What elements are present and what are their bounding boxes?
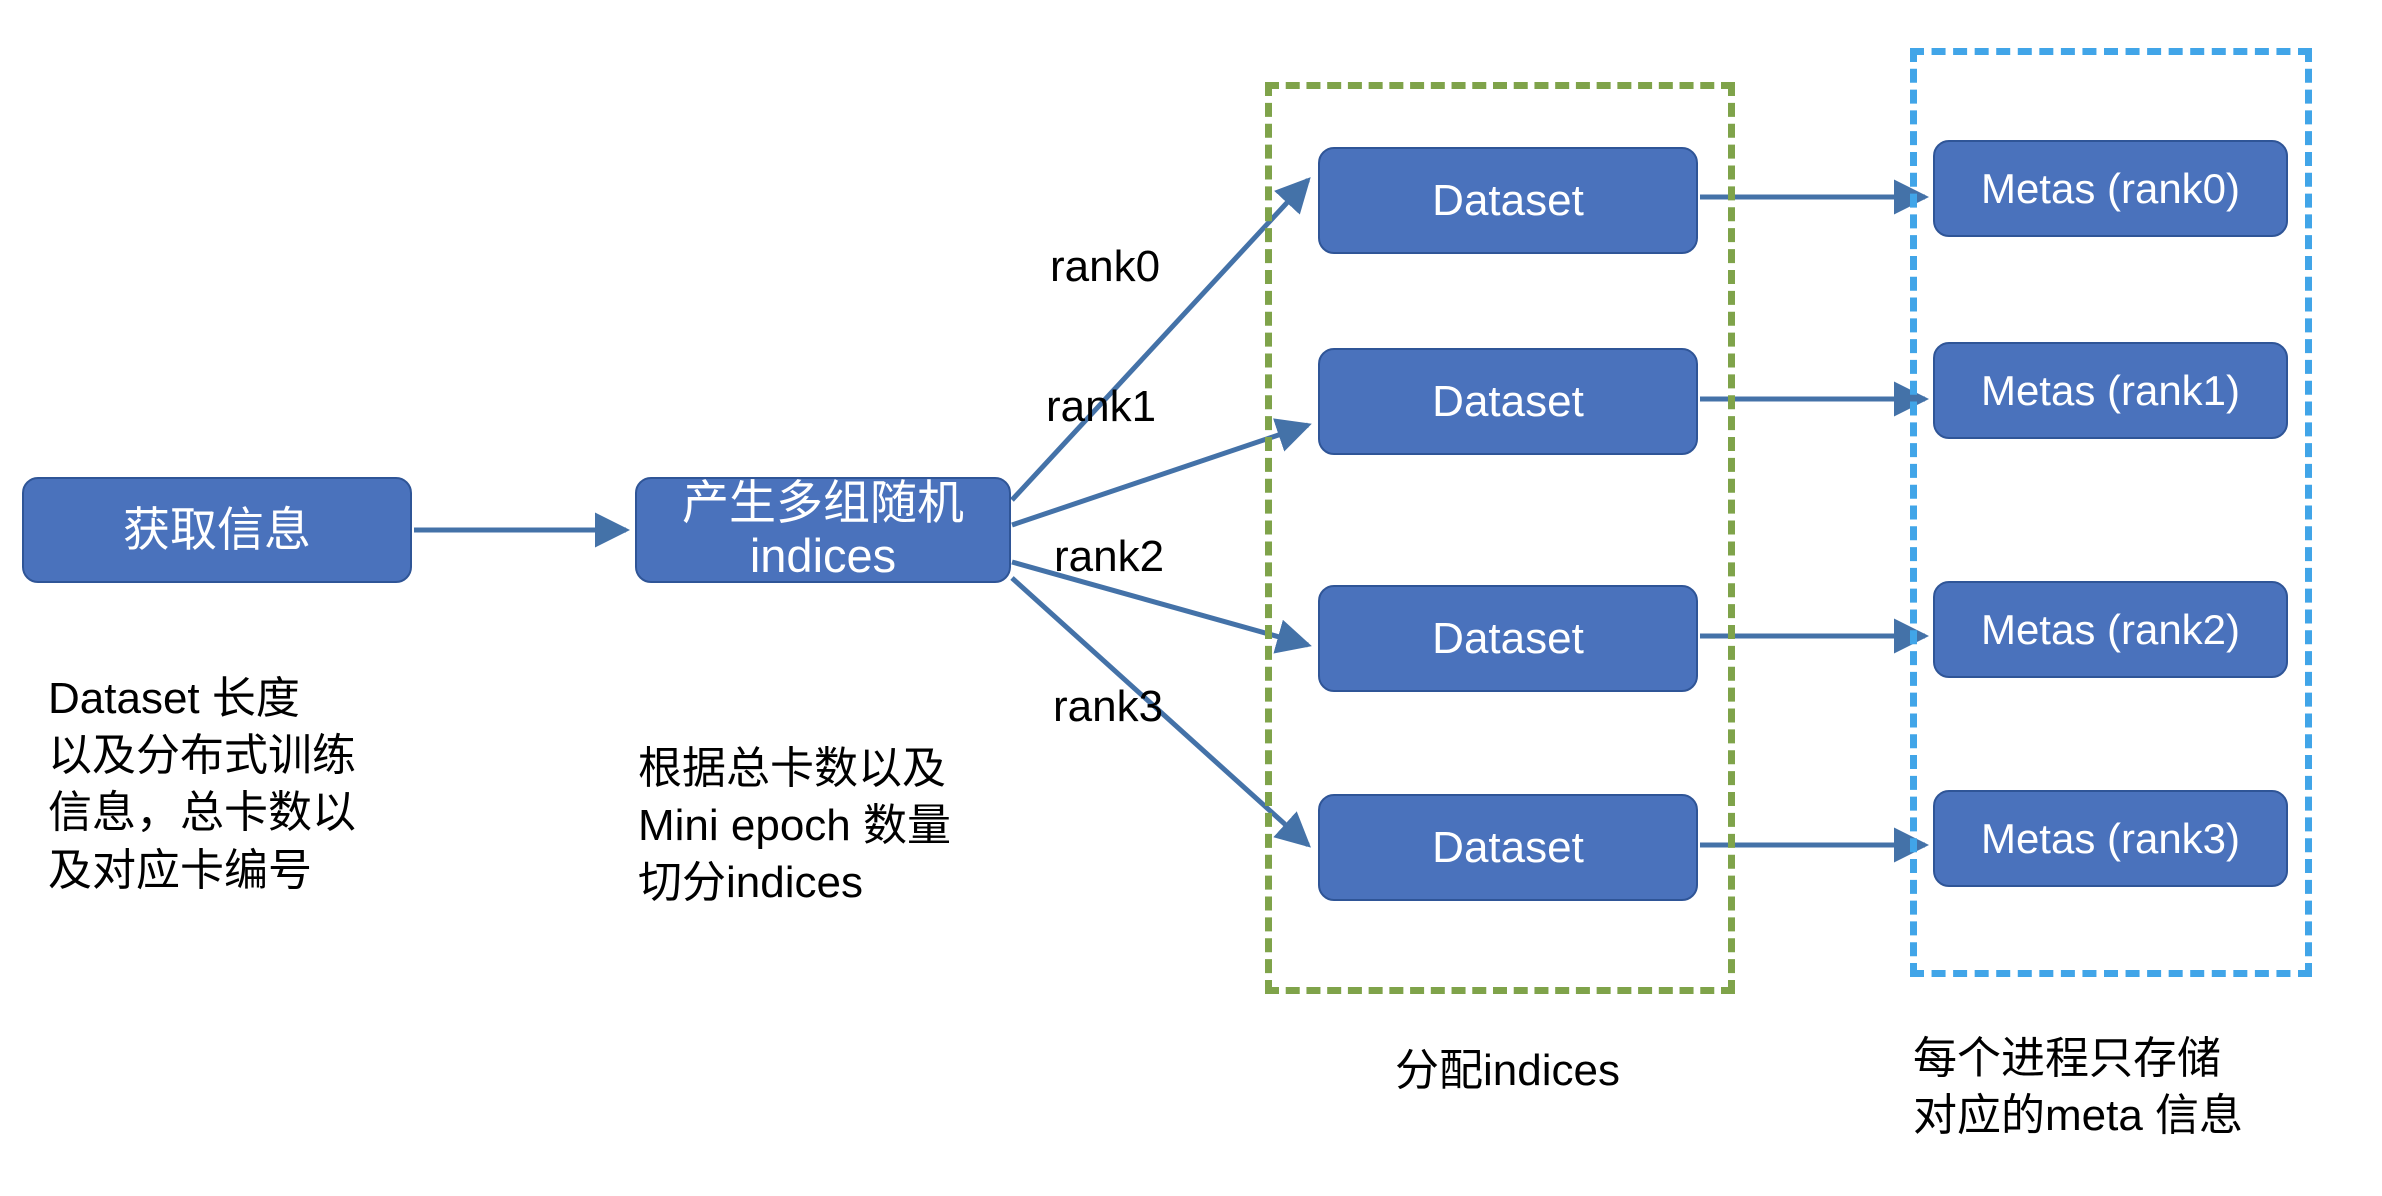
caption-generate-indices-note: 根据总卡数以及 Mini epoch 数量 切分indices <box>638 744 952 908</box>
node-metas-rank1[interactable]: Metas (rank1) <box>1933 342 2288 439</box>
metas-group-container <box>1910 48 2312 977</box>
node-dataset-rank2[interactable]: Dataset <box>1318 585 1698 692</box>
caption-datasets-group-note: 分配indices <box>1395 1046 1620 1095</box>
edge-rank0 <box>1010 177 1311 502</box>
node-metas-rank2[interactable]: Metas (rank2) <box>1933 581 2288 678</box>
node-get-info[interactable]: 获取信息 <box>22 477 412 583</box>
node-dataset-rank3[interactable]: Dataset <box>1318 794 1698 901</box>
edge-label-rank0: rank0 <box>1050 242 1161 291</box>
edge-label-rank3: rank3 <box>1053 682 1164 731</box>
datasets-group-container <box>1265 82 1735 994</box>
node-metas-rank0[interactable]: Metas (rank0) <box>1933 140 2288 237</box>
edge-rank1 <box>1011 418 1312 528</box>
edge-label-rank2: rank2 <box>1054 532 1165 581</box>
node-generate-indices[interactable]: 产生多组随机 indices <box>635 477 1011 583</box>
edge-label-rank1: rank1 <box>1046 382 1157 431</box>
caption-get-info-note: Dataset 长度 以及分布式训练 信息，总卡数以 及对应卡编号 <box>48 674 356 895</box>
node-dataset-rank1[interactable]: Dataset <box>1318 348 1698 455</box>
caption-metas-group-note: 每个进程只存储 对应的meta 信息 <box>1913 1034 2244 1141</box>
node-metas-rank3[interactable]: Metas (rank3) <box>1933 790 2288 887</box>
node-dataset-rank0[interactable]: Dataset <box>1318 147 1698 254</box>
